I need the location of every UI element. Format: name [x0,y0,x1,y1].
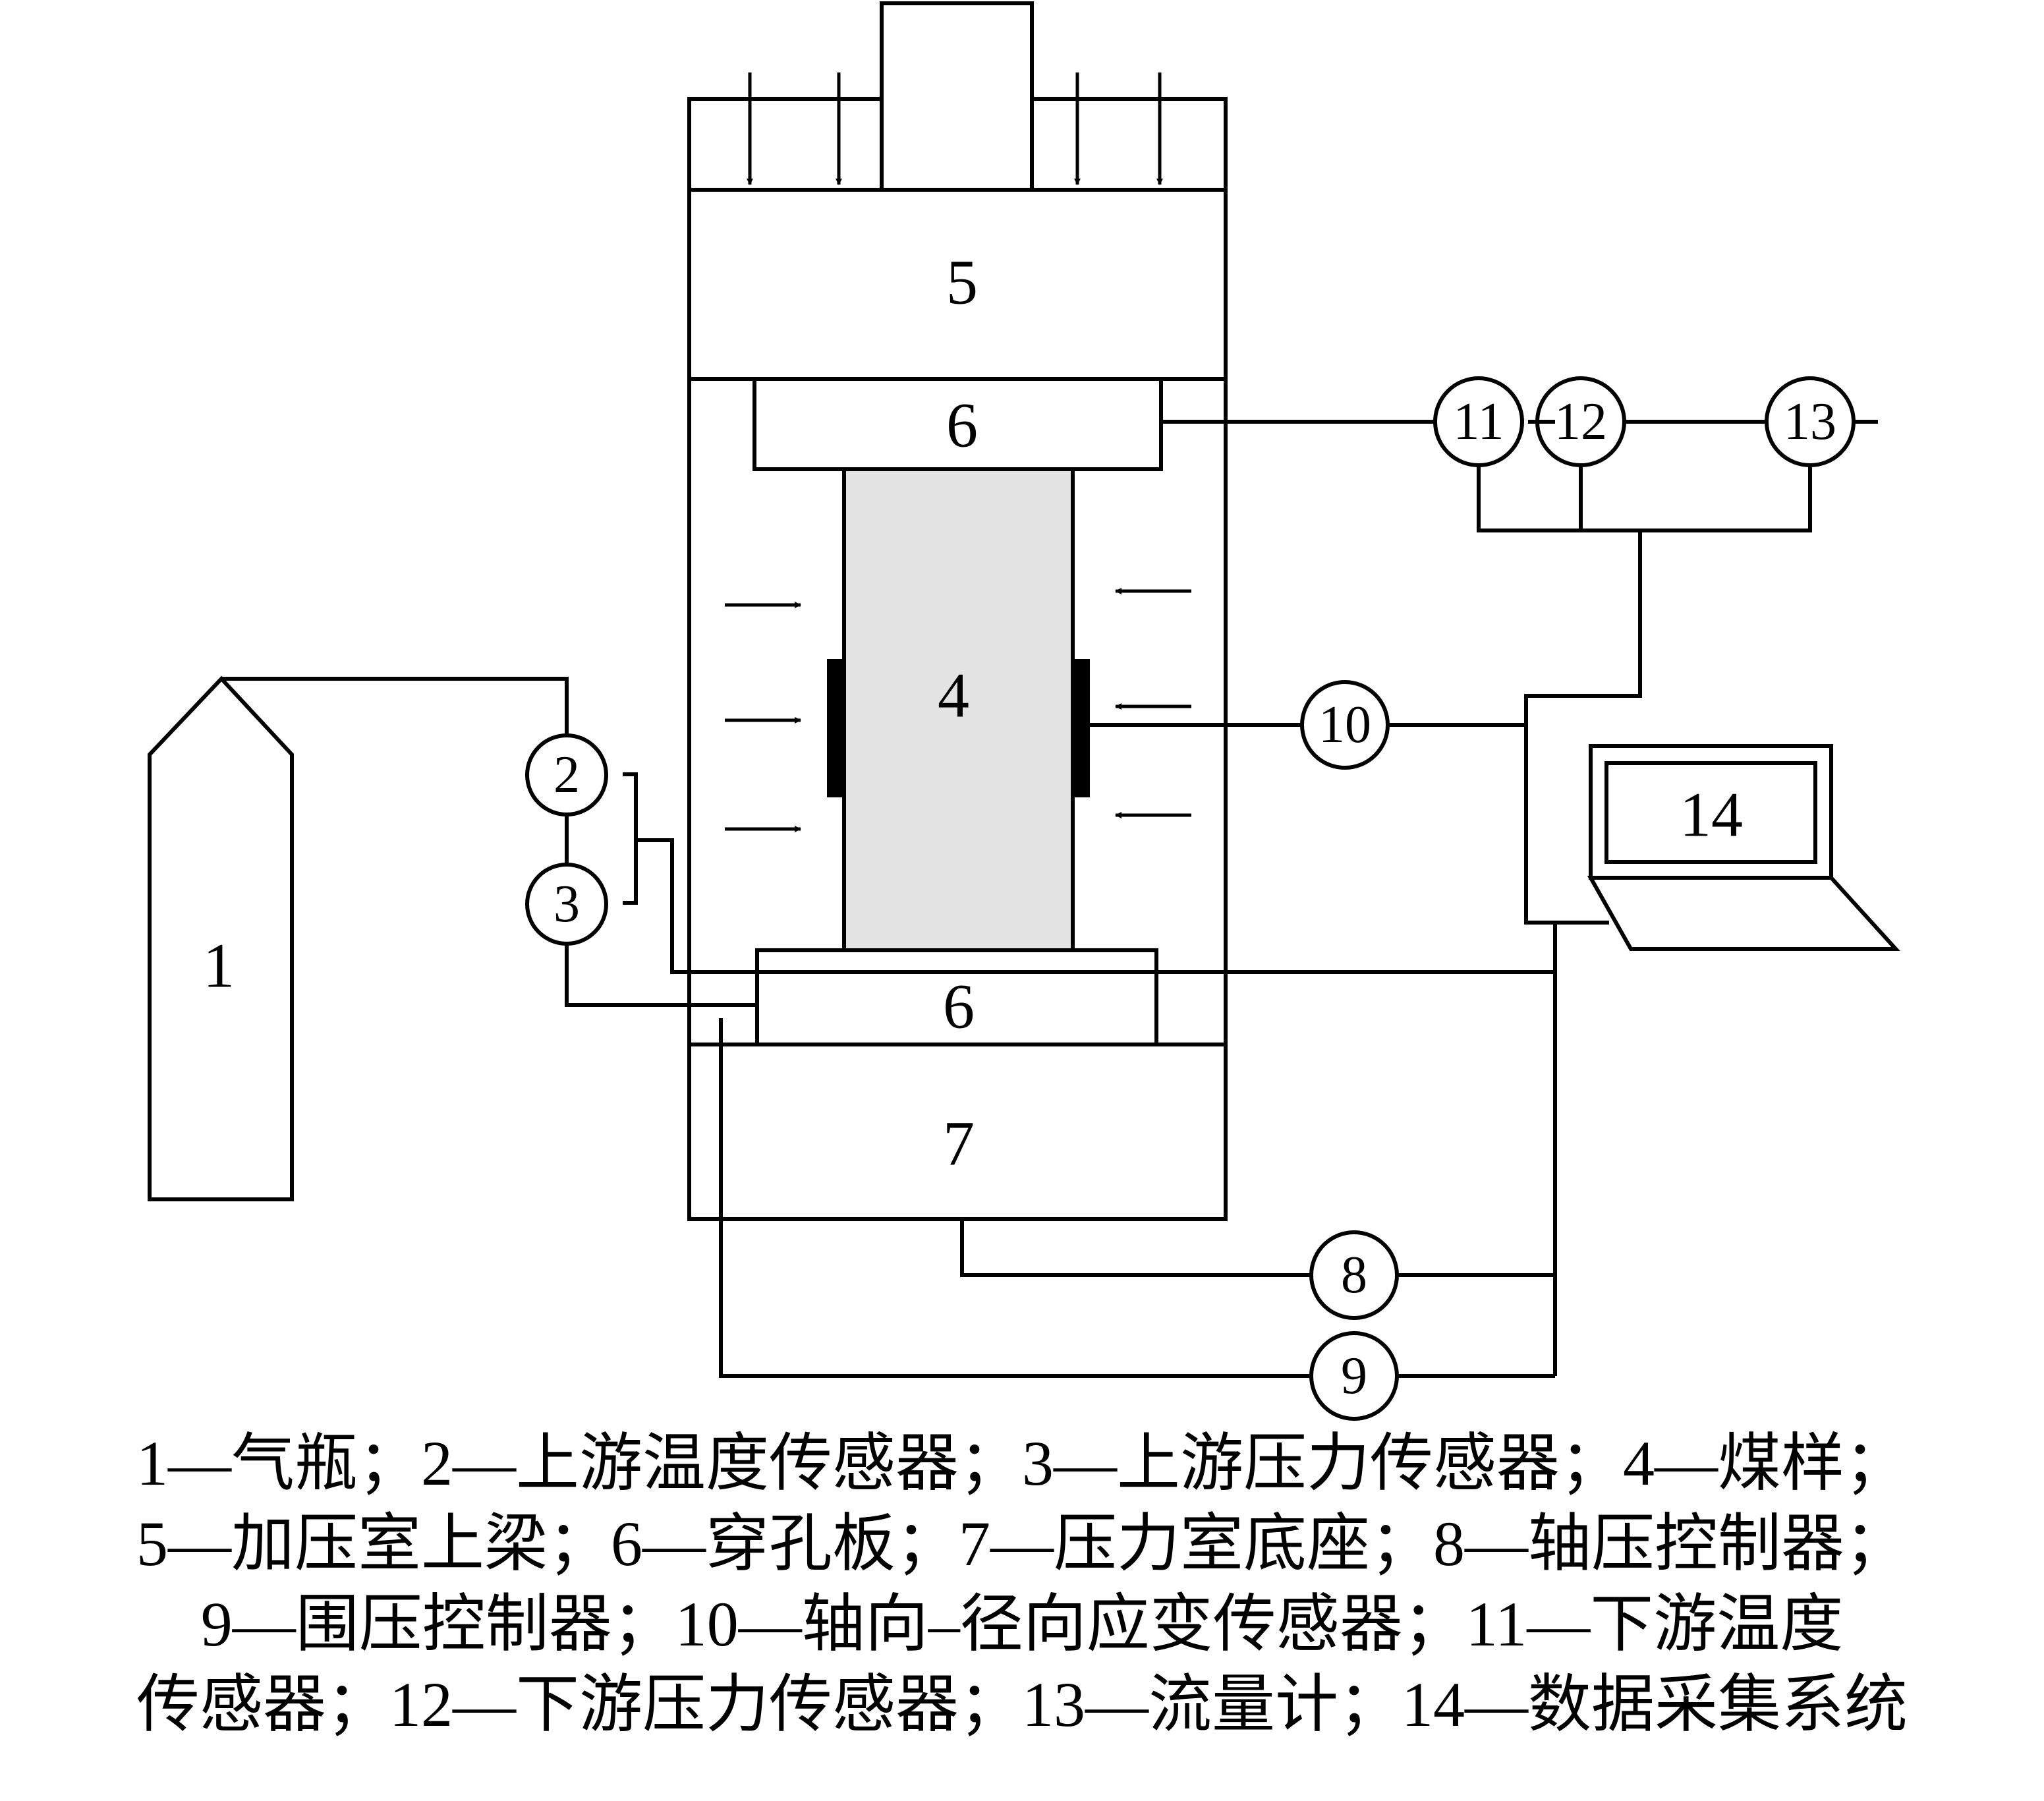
apparatus-diagram: 1 5 6 4 6 7 14 2 3 8 9 10 11 12 13 [148,1,1900,1421]
label-7: 7 [943,1108,975,1179]
figure-legend: 1—气瓶；2—上游温度传感器；3—上游压力传感器；4—煤样； 5—加压室上梁；6… [0,1423,2044,1745]
legend-line: 1—气瓶；2—上游温度传感器；3—上游压力传感器；4—煤样； [136,1428,1908,1499]
label-10: 10 [1319,696,1371,754]
label-12: 12 [1554,393,1607,451]
gas-cylinder [148,675,294,1201]
legend-line: 传感器；12—下游压力传感器；13—流量计；14—数据采集系统 [136,1669,1908,1740]
label-4: 4 [938,660,969,731]
label-11: 11 [1453,393,1504,451]
label-8: 8 [1341,1246,1367,1304]
label-6-top: 6 [946,390,978,461]
label-2: 2 [554,746,580,804]
perforated-plate-bottom [755,948,1158,1046]
confining-pressure-controller [1309,1331,1399,1421]
axial-pressure-controller [1309,1230,1399,1320]
strain-sensor [1300,680,1390,770]
label-5: 5 [946,247,978,318]
label-6-bottom: 6 [943,971,975,1042]
strain-gauge-left [827,659,844,797]
downstream-temperature-sensor [1433,376,1524,467]
label-1: 1 [203,930,235,1001]
label-14: 14 [1680,780,1743,850]
label-3: 3 [554,875,580,933]
legend-line: 9—围压控制器；10—轴向–径向应变传感器；11—下游温度 [200,1589,1844,1659]
strain-gauge-right [1073,659,1090,797]
legend-line: 5—加压室上梁；6—穿孔板；7—压力室底座；8—轴压控制器； [136,1508,1908,1579]
label-9: 9 [1341,1347,1367,1405]
downstream-pressure-sensor [1535,376,1626,467]
piston [880,1,1034,192]
label-13: 13 [1784,393,1836,451]
flow-meter [1765,376,1856,467]
upstream-pressure-sensor [525,863,608,946]
upstream-temperature-sensor [525,733,608,816]
laptop-base [1587,876,1900,951]
